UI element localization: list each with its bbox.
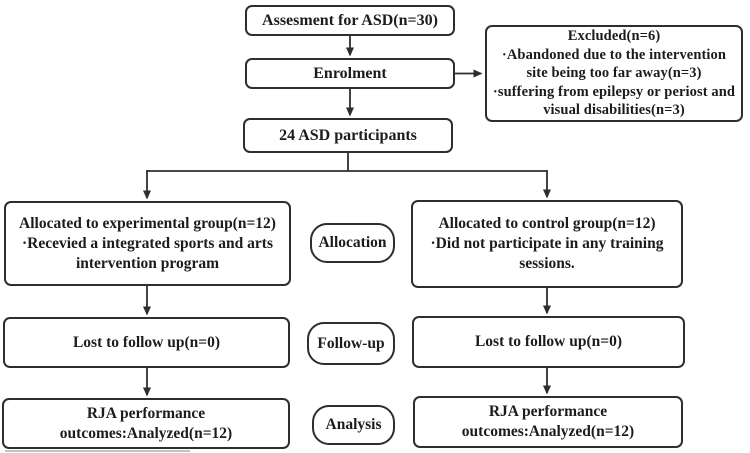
excluded-box: Excluded(n=6) ·Abandoned due to the inte… [485,25,743,122]
rja-outcomes-right-line: RJA performance [488,403,608,420]
rja-outcomes-left-line: outcomes:Analyzed(n=12) [59,424,233,442]
rja-outcomes-right-line: outcomes:Analyzed(n=12) [461,423,635,440]
participants-box: 24 ASD participants [243,118,453,153]
control-group-line: ·Did not participate in any training [430,235,664,252]
rja-outcomes-right-box: RJA performance outcomes:Analyzed(n=12) [413,396,683,448]
excluded-line: visual disabilities(n=3) [543,102,685,119]
assessment-label: Assesment for ASD(n=30) [262,11,438,29]
experimental-group-line: ·Recevied a integrated sports and arts [22,234,273,252]
lost-followup-right-box: Lost to follow up(n=0) [412,316,685,368]
cropped-line-artifact [5,450,190,452]
excluded-line: ·suffering from epilepsy or periost and [492,83,736,100]
excluded-line: site being too far away(n=3) [526,65,702,82]
rja-outcomes-left-line: RJA performance [86,404,206,422]
control-group-box: Allocated to control group(n=12) ·Did no… [411,200,683,288]
participants-label: 24 ASD participants [279,126,417,144]
allocation-stage-box: Allocation [310,223,395,263]
experimental-group-line: intervention program [75,254,220,272]
lost-followup-left-box: Lost to follow up(n=0) [3,317,290,368]
control-group-line: Allocated to control group(n=12) [438,215,656,232]
followup-stage-box: Follow-up [307,322,395,365]
allocation-stage-label: Allocation [318,234,387,251]
excluded-line: ·Abandoned due to the intervention [501,46,727,63]
experimental-group-box: Allocated to experimental group(n=12) ·R… [4,201,291,286]
rja-outcomes-left-box: RJA performance outcomes:Analyzed(n=12) [2,398,290,449]
assessment-box: Assesment for ASD(n=30) [245,5,455,36]
experimental-group-line: Allocated to experimental group(n=12) [19,214,276,232]
followup-stage-label: Follow-up [317,334,385,352]
analysis-stage-label: Analysis [325,416,382,433]
excluded-title: Excluded(n=6) [567,28,661,45]
lost-followup-right-label: Lost to follow up(n=0) [474,333,623,350]
analysis-stage-box: Analysis [312,405,395,445]
lost-followup-left-label: Lost to follow up(n=0) [72,333,221,351]
control-group-line: sessions. [519,255,575,272]
enrolment-label: Enrolment [313,64,387,82]
enrolment-box: Enrolment [245,58,455,89]
